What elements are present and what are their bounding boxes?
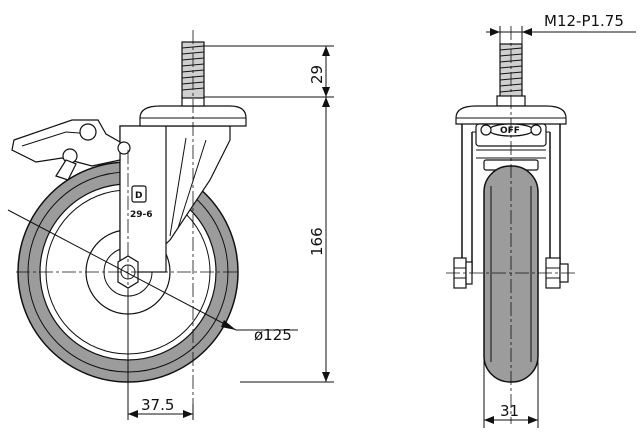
dim-offset: 37.5: [141, 396, 174, 414]
side-view: D 29-6 ø125 37.5: [7, 30, 298, 420]
front-view: OFF: [446, 12, 636, 428]
wheel-code-text: 29-6: [130, 210, 153, 220]
vertical-dimensions: 29 166: [204, 45, 334, 383]
dim-wheel-width: 31: [500, 402, 519, 420]
wheel-logo-text: D: [135, 191, 142, 201]
side-wheel-mark: D 29-6: [130, 185, 153, 220]
side-brake-lever: [11, 119, 131, 181]
dim-thread-height: 29: [308, 65, 326, 84]
dim-wheel-diameter: ø125: [254, 326, 292, 344]
dim-total-height: 166: [308, 227, 326, 256]
dim-thread-spec: M12-P1.75: [544, 12, 624, 30]
brake-off-label: OFF: [500, 126, 520, 136]
